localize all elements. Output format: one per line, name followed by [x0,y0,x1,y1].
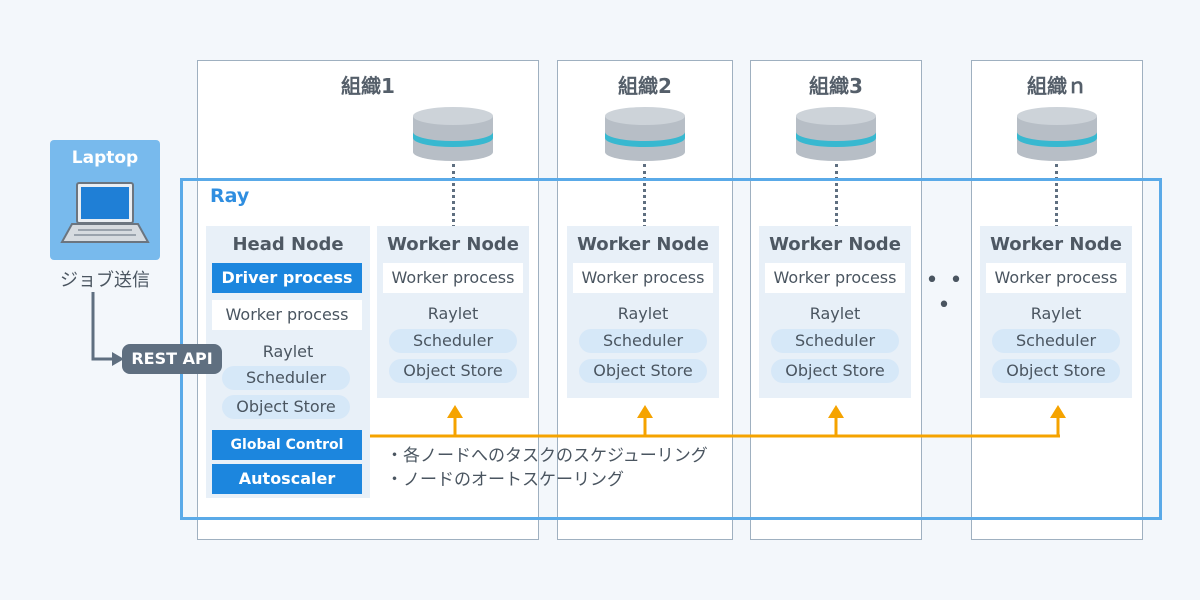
laptop-card: Laptop [50,140,160,260]
db-connector [835,164,838,228]
scheduler: Scheduler [579,329,707,353]
worker-process: Worker process [986,263,1126,293]
raylet-label: Raylet [427,304,479,323]
worker-node-title: Worker Node [990,234,1122,255]
laptop-label: Laptop [71,148,139,168]
object-store: Object Store [771,359,899,383]
more-nodes-ellipsis: • • • [925,268,965,318]
note-scheduling: ・各ノードへのタスクのスケジューリング [386,446,708,466]
arrow-head-worker-n [1050,405,1066,418]
org-title-2: 組織2 [618,74,672,98]
autoscaler: Autoscaler [212,464,362,494]
object-store: Object Store [579,359,707,383]
database-icon [605,107,685,161]
worker-process: Worker process [212,300,362,330]
worker-process: Worker process [383,263,523,293]
head-node-title: Head Node [232,234,344,255]
worker-node-title: Worker Node [387,234,519,255]
feature-notes: ・各ノードへのタスクのスケジューリング ・ノードのオートスケーリング [386,444,708,492]
rest-api-badge: REST API [122,344,222,374]
worker-process: Worker process [573,263,713,293]
job-submit-label: ジョブ送信 [60,270,150,291]
head-node: Head Node Driver process Worker process … [206,226,370,498]
database-icon [413,107,493,161]
org-title-3: 組織3 [809,74,863,98]
scheduler: Scheduler [992,329,1120,353]
global-control-store: Global Control Store [212,430,362,483]
worker-node-title: Worker Node [577,234,709,255]
raylet-label: Raylet [262,342,314,361]
laptop-icon [60,182,150,243]
arrow-head-worker-3 [828,405,844,418]
db-connector [452,164,455,228]
db-connector [643,164,646,228]
db-connector [1055,164,1058,228]
arrow-head-worker-2 [637,405,653,418]
object-store: Object Store [222,395,350,419]
scheduler: Scheduler [771,329,899,353]
arrow-head-worker-1 [447,405,463,418]
worker-node-3: Worker Node Worker process Raylet Schedu… [759,226,911,398]
worker-node-1: Worker Node Worker process Raylet Schedu… [377,226,529,398]
worker-node-2: Worker Node Worker process Raylet Schedu… [567,226,719,398]
note-autoscaling: ・ノードのオートスケーリング [386,470,624,490]
worker-node-n: Worker Node Worker process Raylet Schedu… [980,226,1132,398]
database-icon [796,107,876,161]
worker-process: Worker process [765,263,905,293]
scheduler: Scheduler [222,366,350,390]
worker-node-title: Worker Node [769,234,901,255]
raylet-label: Raylet [1030,304,1082,323]
scheduler: Scheduler [389,329,517,353]
object-store: Object Store [992,359,1120,383]
object-store: Object Store [389,359,517,383]
driver-process: Driver process [212,263,362,293]
org-title-1: 組織1 [341,74,395,98]
database-icon [1017,107,1097,161]
raylet-label: Raylet [617,304,669,323]
ray-label: Ray [210,185,250,207]
raylet-label: Raylet [809,304,861,323]
org-title-n: 組織ｎ [1027,74,1087,98]
